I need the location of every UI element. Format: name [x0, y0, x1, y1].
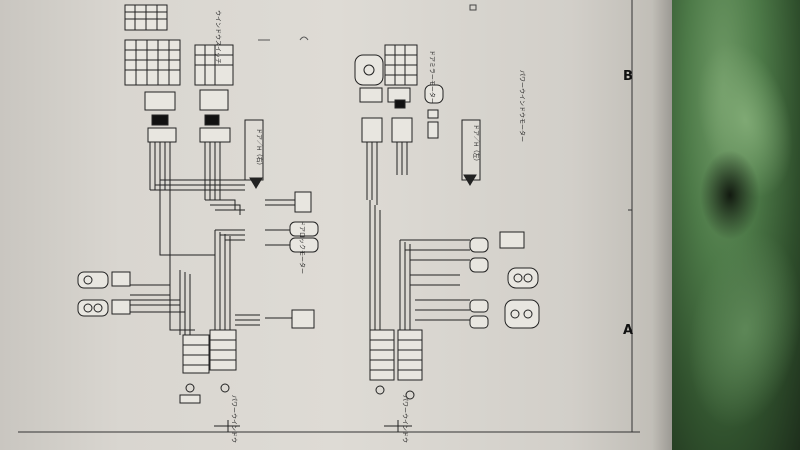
left-bottom-label: パワーウインドウ: [230, 395, 238, 443]
handwritten-mark: [258, 36, 309, 41]
right-box-label: ドア／H（左）: [472, 124, 480, 165]
corner-mark: [469, 4, 477, 11]
left-part-label-2: ドアロックモーター: [298, 220, 306, 274]
left-box-label: ドア／H（右）: [255, 128, 263, 169]
right-bottom-label: パワーウインドウ: [401, 395, 409, 443]
left-door-harness: [77, 4, 319, 432]
right-part-label-1: ドアミラーモーター: [428, 50, 436, 104]
marker-b: B: [623, 69, 633, 84]
right-part-label-2: パワーウインドウモーター: [518, 70, 526, 142]
right-door-harness: [354, 44, 540, 432]
paper-sheet: [0, 0, 672, 450]
left-part-label-1: ウインドウスイッチ: [214, 10, 222, 64]
marker-a: A: [623, 323, 633, 338]
fabric-shadow: [700, 150, 760, 240]
